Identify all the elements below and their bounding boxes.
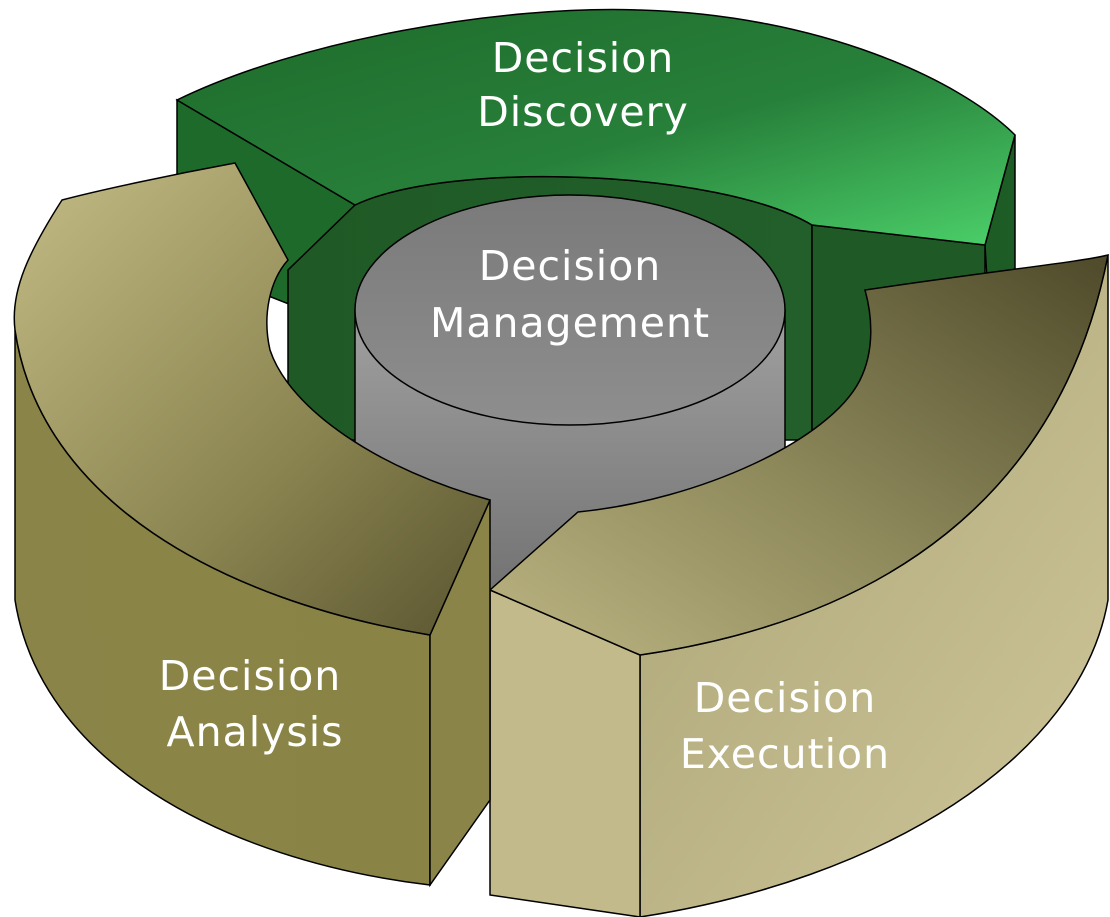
management-label-line2: Management: [430, 299, 710, 347]
discovery-label-line2: Discovery: [477, 88, 689, 136]
execution-label-line2: Execution: [680, 730, 890, 778]
analysis-label-line1: Decision: [159, 652, 342, 700]
analysis-segment: Decision Analysis: [13, 162, 492, 888]
management-cylinder-top: [354, 194, 786, 426]
execution-label-line1: Decision: [694, 674, 877, 722]
execution-segment: Decision Execution: [488, 253, 1109, 917]
discovery-top-face: [175, 8, 1016, 246]
analysis-top-face: [13, 162, 492, 636]
execution-top-face: [488, 253, 1109, 656]
discovery-label-line1: Decision: [492, 34, 675, 82]
management-label-line1: Decision: [479, 242, 662, 290]
analysis-label-line2: Analysis: [167, 708, 344, 756]
